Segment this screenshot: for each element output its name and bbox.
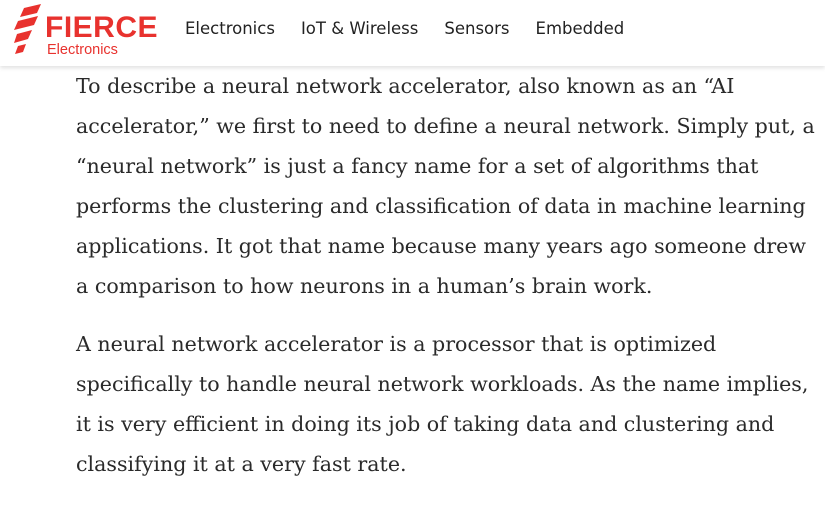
article-paragraph-2: A neural network accelerator is a proces… (76, 332, 809, 476)
logo-subtitle: Electronics (47, 42, 118, 58)
nav-item-embedded[interactable]: Embedded (535, 19, 625, 38)
nav-item-iot-wireless[interactable]: IoT & Wireless (300, 19, 419, 38)
article-body: To describe a neural network accelerator… (76, 66, 816, 484)
site-logo[interactable]: FIERCE Electronics (14, 4, 159, 60)
logo-wordmark: FIERCE (45, 11, 159, 44)
flame-stripes-icon (14, 4, 41, 54)
nav-item-electronics[interactable]: Electronics (185, 19, 275, 38)
site-header: FIERCE Electronics Electronics IoT & Wir… (0, 0, 825, 66)
nav-item-sensors[interactable]: Sensors (444, 19, 510, 38)
article-paragraph-1: To describe a neural network accelerator… (76, 74, 815, 298)
main-nav: Electronics IoT & Wireless Sensors Embed… (185, 19, 624, 39)
